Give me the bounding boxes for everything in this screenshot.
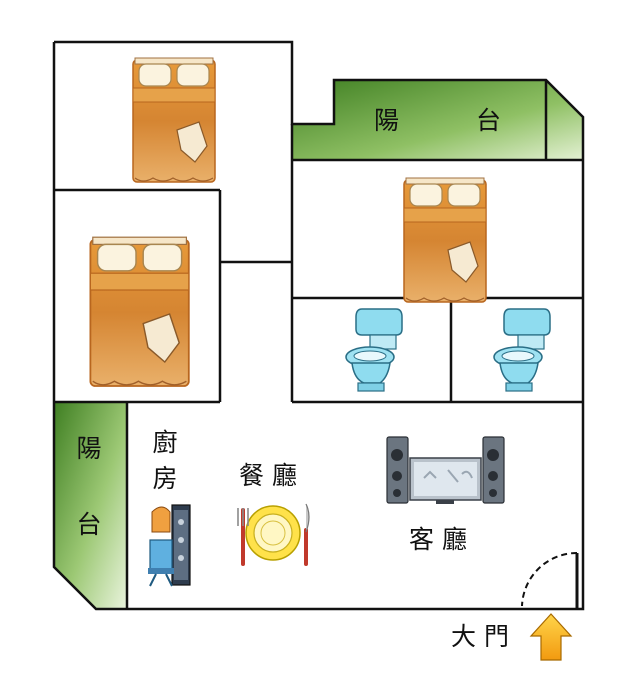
kitchen-char2: 房 (152, 464, 178, 493)
door-swing-icon (521, 552, 579, 609)
bed-icon (132, 57, 216, 183)
balcony-left (54, 402, 127, 609)
balcony-top (292, 80, 583, 160)
balcony-top-char1: 陽 (374, 106, 400, 135)
bed-icon (89, 236, 190, 387)
stove-icon (148, 504, 191, 587)
outer-wall (52, 40, 585, 611)
up-arrow-icon (529, 613, 573, 661)
living-label: 客 廳 (409, 525, 467, 554)
balcony-left-char2: 台 (76, 510, 102, 539)
entrance-label: 大 門 (451, 622, 509, 651)
toilet-icon (345, 308, 403, 392)
toilet-icon (493, 308, 551, 392)
balcony-top-char2: 台 (476, 106, 502, 135)
dining-plate-icon (237, 503, 310, 566)
balcony-left-char1: 陽 (76, 434, 102, 463)
bed-icon (403, 177, 487, 303)
kitchen-char1: 廚 (152, 428, 178, 457)
dining-label: 餐 廳 (239, 461, 297, 490)
tv-stereo-icon (386, 436, 505, 504)
